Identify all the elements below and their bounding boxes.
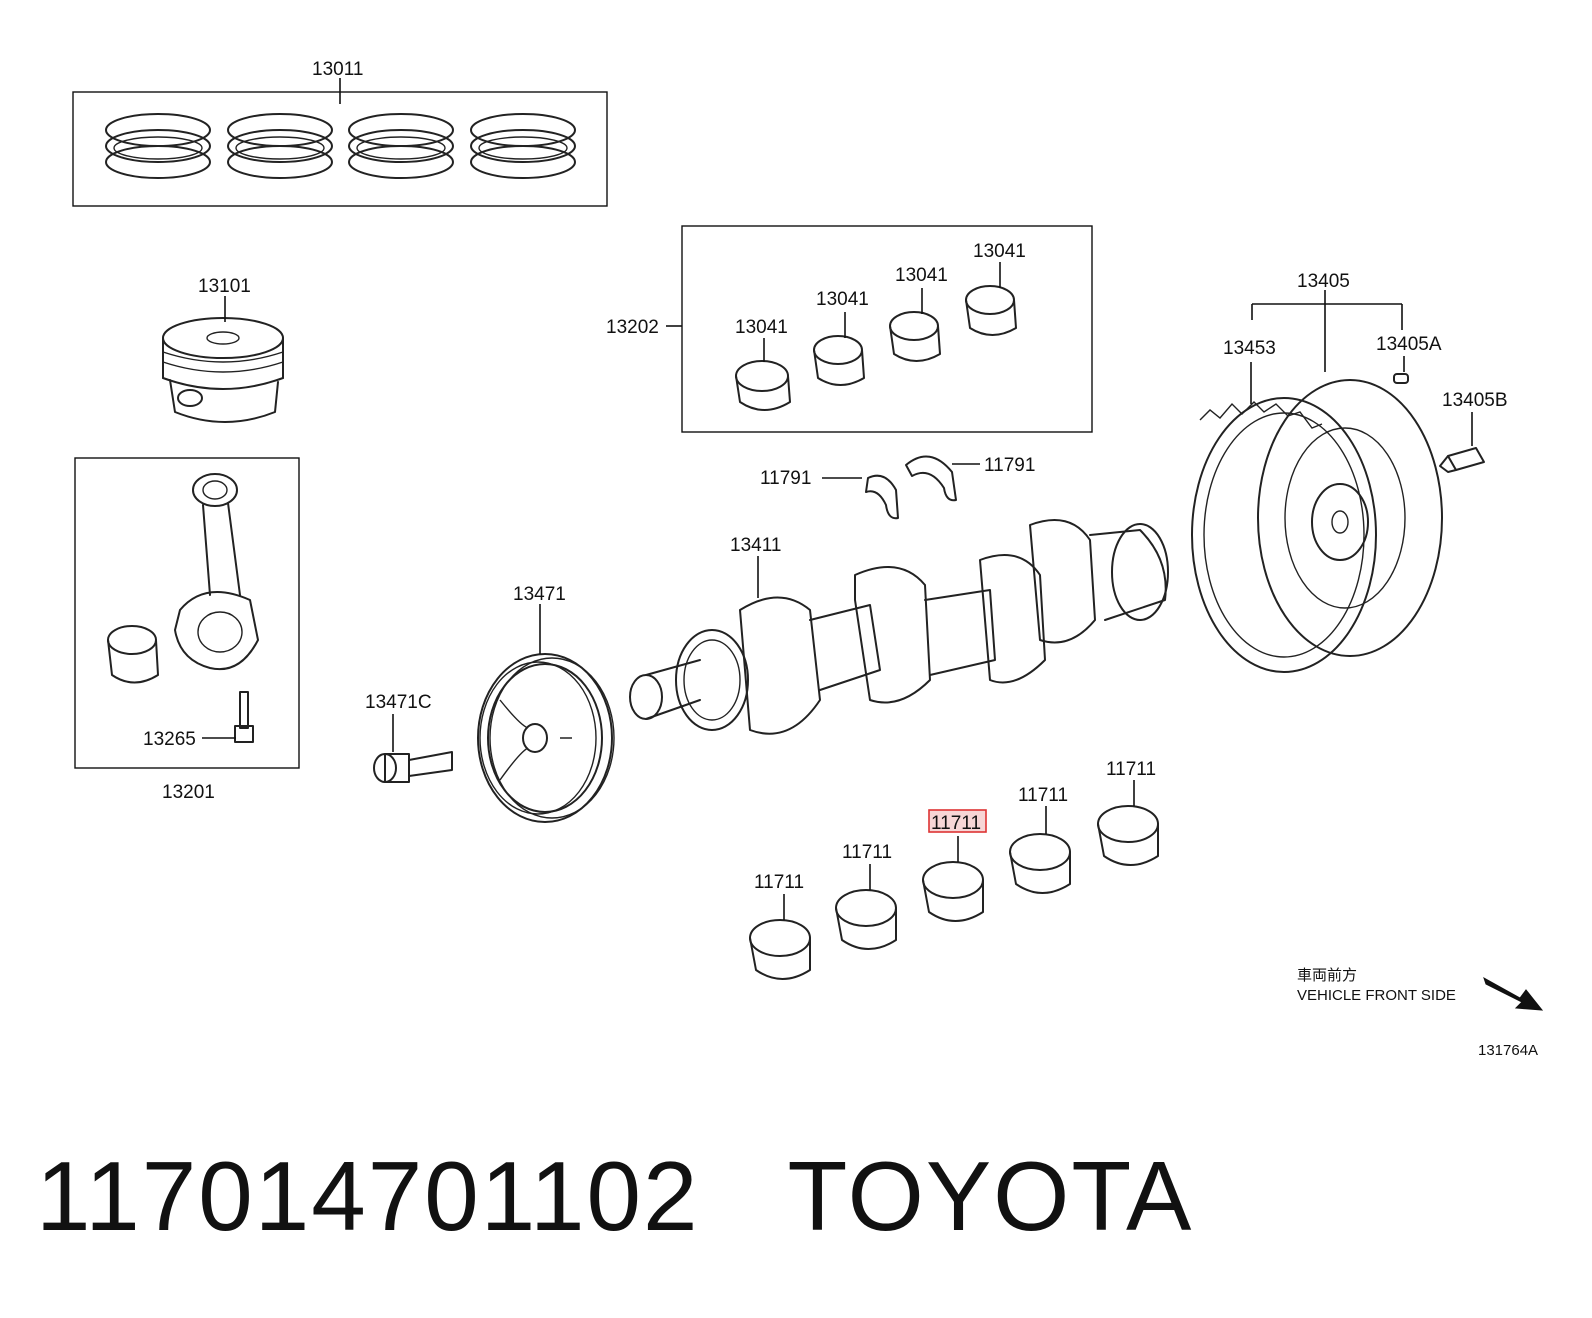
label-13041-2: 13041	[816, 289, 869, 310]
label-13265: 13265	[143, 729, 196, 750]
label-13201: 13201	[162, 782, 215, 803]
main-bearing-3[interactable]	[922, 836, 984, 922]
flywheel[interactable]	[1191, 290, 1443, 673]
label-11711-4: 11711	[1018, 785, 1068, 806]
ring-2	[227, 113, 333, 179]
pulley-bolt[interactable]	[373, 714, 453, 783]
label-13405: 13405	[1297, 271, 1350, 292]
main-bearing-5[interactable]	[1097, 780, 1159, 866]
label-11711-3: 11711	[931, 813, 981, 834]
label-13471C: 13471C	[365, 692, 432, 713]
label-13453: 13453	[1223, 338, 1276, 359]
label-13041-1: 13041	[735, 317, 788, 338]
label-13411: 13411	[730, 535, 781, 556]
label-13471: 13471	[513, 584, 566, 605]
main-bearing-2[interactable]	[835, 864, 897, 950]
label-11711-5: 11711	[1106, 759, 1156, 780]
connecting-rod-assembly[interactable]	[74, 457, 300, 769]
thrust-washer-left[interactable]	[822, 474, 899, 520]
main-bearing-4[interactable]	[1009, 806, 1071, 894]
diagram-code: 131764A	[1478, 1042, 1538, 1059]
bearing-13041-1	[735, 338, 791, 411]
part-number: 117014701102	[36, 1141, 700, 1251]
label-11711-highlighted[interactable]: 11711	[928, 809, 987, 834]
label-11711-1: 11711	[754, 872, 804, 893]
rod-bearing	[107, 625, 159, 684]
vehicle-front-jp: 車両前方	[1297, 967, 1357, 984]
flywheel-bolt[interactable]	[1439, 412, 1485, 473]
piston-ring-set[interactable]	[72, 78, 608, 207]
label-13101: 13101	[198, 276, 251, 297]
flywheel-pin[interactable]	[1393, 356, 1409, 384]
ring-1	[105, 113, 211, 179]
label-13405A: 13405A	[1376, 334, 1442, 355]
rod-bolt	[234, 691, 254, 743]
label-13202: 13202	[606, 317, 659, 338]
label-13405B: 13405B	[1442, 390, 1508, 411]
label-11711-2: 11711	[842, 842, 892, 863]
label-11791-left: 11791	[760, 468, 811, 489]
ring-4	[470, 113, 576, 179]
part-number-footer: 117014701102 TOYOTA	[36, 1140, 1281, 1253]
main-bearing-1[interactable]	[749, 894, 811, 980]
bearing-13041-3	[889, 288, 941, 362]
vehicle-front-en: VEHICLE FRONT SIDE	[1297, 987, 1456, 1004]
crank-timing-sprocket	[675, 629, 749, 731]
ring-3	[348, 113, 454, 179]
brand-name: TOYOTA	[787, 1141, 1194, 1251]
label-13041-4: 13041	[973, 241, 1026, 262]
piston[interactable]	[162, 317, 284, 423]
label-11791-right: 11791	[984, 455, 1035, 476]
thrust-washer-right[interactable]	[905, 455, 980, 502]
crankshaft[interactable]	[629, 519, 1169, 735]
label-13041-3: 13041	[895, 265, 948, 286]
front-arrow-icon	[1483, 976, 1544, 1011]
crankshaft-pulley[interactable]	[477, 604, 615, 823]
bearing-13041-4	[965, 262, 1017, 336]
connecting-rod-bearing-set[interactable]	[666, 225, 1093, 433]
bearing-13041-2	[813, 312, 865, 386]
label-13011: 13011	[312, 59, 363, 80]
